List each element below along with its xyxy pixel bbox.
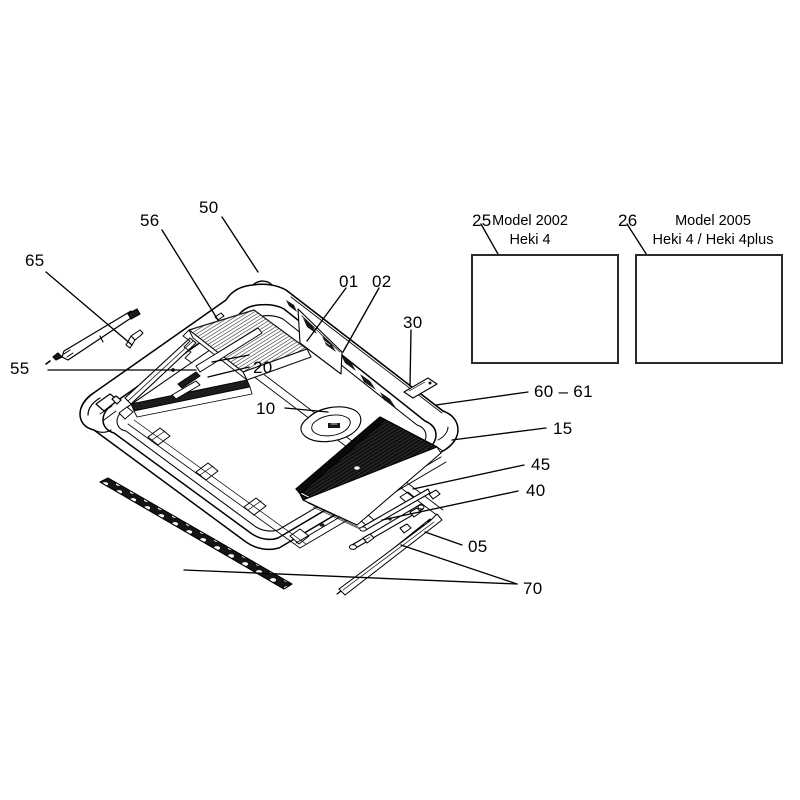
callout-45: 45 [531, 455, 551, 474]
deck-clips [125, 312, 225, 389]
leader-05 [424, 531, 463, 546]
leader-20b [211, 354, 250, 363]
leader-01 [306, 287, 347, 342]
leader-02 [342, 287, 380, 353]
callout-20: 20 [253, 358, 273, 377]
photo-frame-model-2005 [635, 254, 783, 364]
part-65-gas-strut [45, 308, 141, 365]
callout-25: 25 [472, 211, 492, 230]
leader-56 [161, 229, 219, 321]
callout-55: 55 [10, 359, 30, 378]
caption-line-1: Model 2005 [675, 213, 751, 229]
callout-65: 65 [25, 251, 45, 270]
photo-caption-model-2005: Model 2005 Heki 4 / Heki 4plus [653, 212, 774, 249]
photo-frame-model-2002 [471, 254, 619, 364]
callout-50: 50 [199, 198, 219, 217]
part-55-rail [195, 327, 263, 373]
caption-line-2: Heki 4 [509, 231, 551, 248]
leader-lines [45, 216, 662, 585]
part-70-mounting-rail-left [99, 477, 293, 590]
leader-60-61 [435, 391, 529, 406]
caption-line-1: Model 2002 [492, 213, 568, 229]
photo-caption-model-2002: Model 2002 Heki 4 [492, 212, 568, 249]
frame-inner-ribs [127, 419, 310, 549]
leader-50 [221, 216, 259, 273]
part-10-interior-handle [300, 406, 362, 443]
callout-70: 70 [523, 579, 543, 598]
part-05-trim-strip [338, 513, 443, 596]
leader-45 [412, 464, 525, 490]
caption-line-2: Heki 4 / Heki 4plus [652, 231, 774, 248]
leader-70-left [183, 569, 518, 585]
callout-10: 10 [256, 399, 276, 418]
deck-plate-small [171, 380, 201, 400]
frame-corner-left [79, 391, 134, 433]
leader-70-right [400, 544, 518, 585]
callout-05: 05 [468, 537, 488, 556]
leader-40 [381, 490, 519, 521]
callout-15: 15 [553, 419, 573, 438]
callout-01: 01 [339, 272, 359, 291]
part-30-control-plate [403, 377, 438, 399]
callout-40: 40 [526, 481, 546, 500]
leader-65 [45, 271, 133, 346]
leader-30 [409, 329, 412, 387]
callout-60-61: 60 – 61 [534, 382, 593, 401]
callout-26: 26 [618, 211, 638, 230]
leader-10 [284, 407, 329, 413]
callout-02: 02 [372, 272, 392, 291]
part-60-61-blackout-blind [295, 416, 444, 532]
leader-15 [451, 427, 547, 441]
callout-56: 56 [140, 211, 160, 230]
leader-20a [207, 366, 250, 378]
callout-30: 30 [403, 313, 423, 332]
